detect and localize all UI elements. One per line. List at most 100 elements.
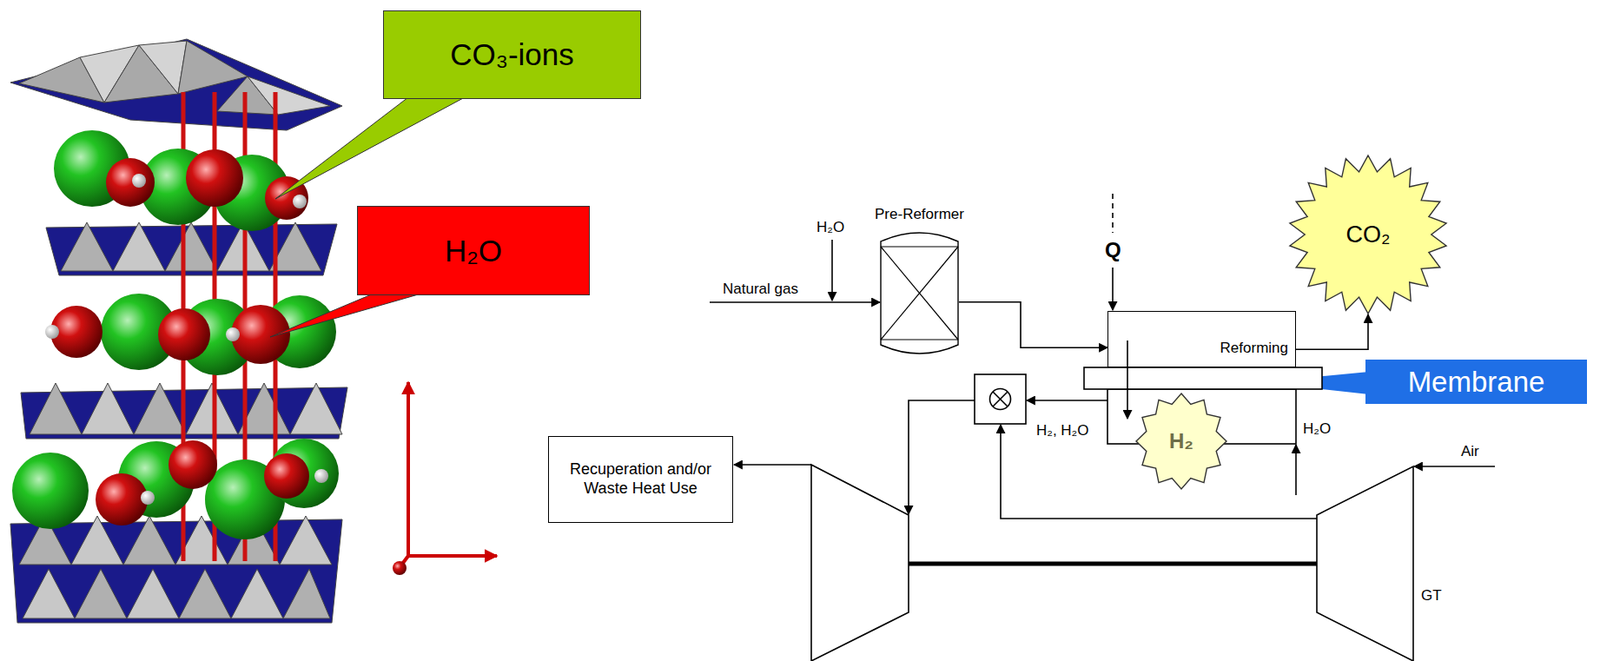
callout-pointer [270,293,422,338]
white-sphere [140,490,155,505]
pre-reformer-vessel-outline [880,232,959,354]
process-box: Recuperation and/or Waste Heat Use [548,436,734,523]
white-sphere [314,469,329,483]
exhaust-arrow [733,463,812,466]
white-sphere [132,173,146,188]
feed-arrow [831,239,834,301]
octahedron [81,383,134,435]
axis-arrow [406,382,410,556]
octahedral-layer [46,222,338,276]
flow-label: H₂O [816,218,845,237]
octahedron [133,383,186,435]
flow-label: H₂O [1302,420,1331,438]
feed-arrow [709,301,880,304]
red-sphere [231,304,291,364]
hydrogen-line [1026,399,1108,402]
white-sphere [225,327,240,342]
octahedron [60,222,113,272]
mixer-symbol [992,391,1008,407]
callout-box: CO₃-ions [383,10,642,100]
node-label: H₂ [1169,429,1194,455]
flow-connector [958,302,1108,349]
label-anchor: H₂O [1302,420,1331,438]
h2-starburst: H₂ [1135,392,1228,490]
octahedron [185,383,239,435]
octahedron [178,568,232,619]
octahedron [29,383,82,435]
pre-reformer-vessel-outline [880,245,959,247]
octahedron [231,568,284,619]
interlayer-row [53,130,309,232]
reforming-chamber: Reforming [1107,310,1296,368]
octahedral-layer [10,39,343,131]
label-anchor: GT [1421,587,1442,605]
octahedron [126,568,179,619]
pre-reformer-vessel-outline [880,246,959,340]
label-anchor: Natural gas [722,280,799,298]
red-sphere [168,440,218,490]
label-anchor: H₂O [816,218,845,237]
callout-box: H₂O [357,205,590,296]
green-sphere [12,452,89,529]
white-sphere [45,324,60,339]
node-label: CO₂ [1346,220,1391,249]
permeation-arrow [1126,340,1129,419]
pre-reformer-vessel-outline [879,229,959,358]
flow-label: Natural gas [722,280,799,298]
label-anchor: H₂, H₂O [1036,422,1089,440]
octahedron [165,222,218,272]
co2-starburst-outline [1289,155,1447,314]
axis-arrow [408,554,497,558]
mixer-box [974,374,1026,424]
mixer-symbol [990,389,1012,410]
air-arrow [1414,465,1495,468]
red-sphere [105,158,155,207]
fuel-line [908,400,975,515]
red-sphere [158,308,211,361]
octahedron [283,568,331,619]
flow-label: Air [1461,442,1480,461]
flow-label: H₂, H₂O [1036,422,1089,440]
octahedral-layer [10,515,343,623]
octahedron [290,383,343,435]
pre-reformer-vessel-outline [880,246,959,340]
callout-pointer [275,97,465,199]
red-sphere [185,149,244,207]
h2-starburst-outline [1136,393,1227,490]
heat-arrow [1111,267,1114,311]
axis-origin [392,561,407,576]
vessel-heading: Pre-Reformer [824,205,1016,224]
node-label: Recuperation and/or Waste Heat Use [562,460,719,498]
octahedron [247,76,331,115]
node-label: Membrane [1408,364,1546,400]
flow-label: Q [1104,238,1122,264]
label-anchor: Air [1461,442,1480,461]
coordinate-axes [392,382,497,576]
mixer-symbol [992,391,1008,407]
layer-base [10,39,343,131]
white-sphere [292,194,307,209]
node-label: Reforming [1220,339,1289,358]
heat-line [1111,193,1114,233]
label-anchor: Q [1104,238,1122,264]
compressor [1316,466,1414,661]
pre-reformer-vessel-outline [880,338,959,340]
steam-arrow [1295,444,1297,496]
interlayer-row [45,293,337,376]
red-sphere [95,473,148,526]
octahedron [74,568,127,619]
node-label: H₂O [444,232,503,270]
layer-base [10,519,343,623]
turbine [811,464,909,661]
octahedron [178,40,248,94]
octahedron [279,515,332,565]
red-sphere [264,453,310,499]
octahedron [112,222,166,272]
flow-label: GT [1421,587,1442,605]
node-label: CO₃-ions [449,36,575,73]
interlayer-row [12,438,339,540]
shaft [908,561,1317,567]
